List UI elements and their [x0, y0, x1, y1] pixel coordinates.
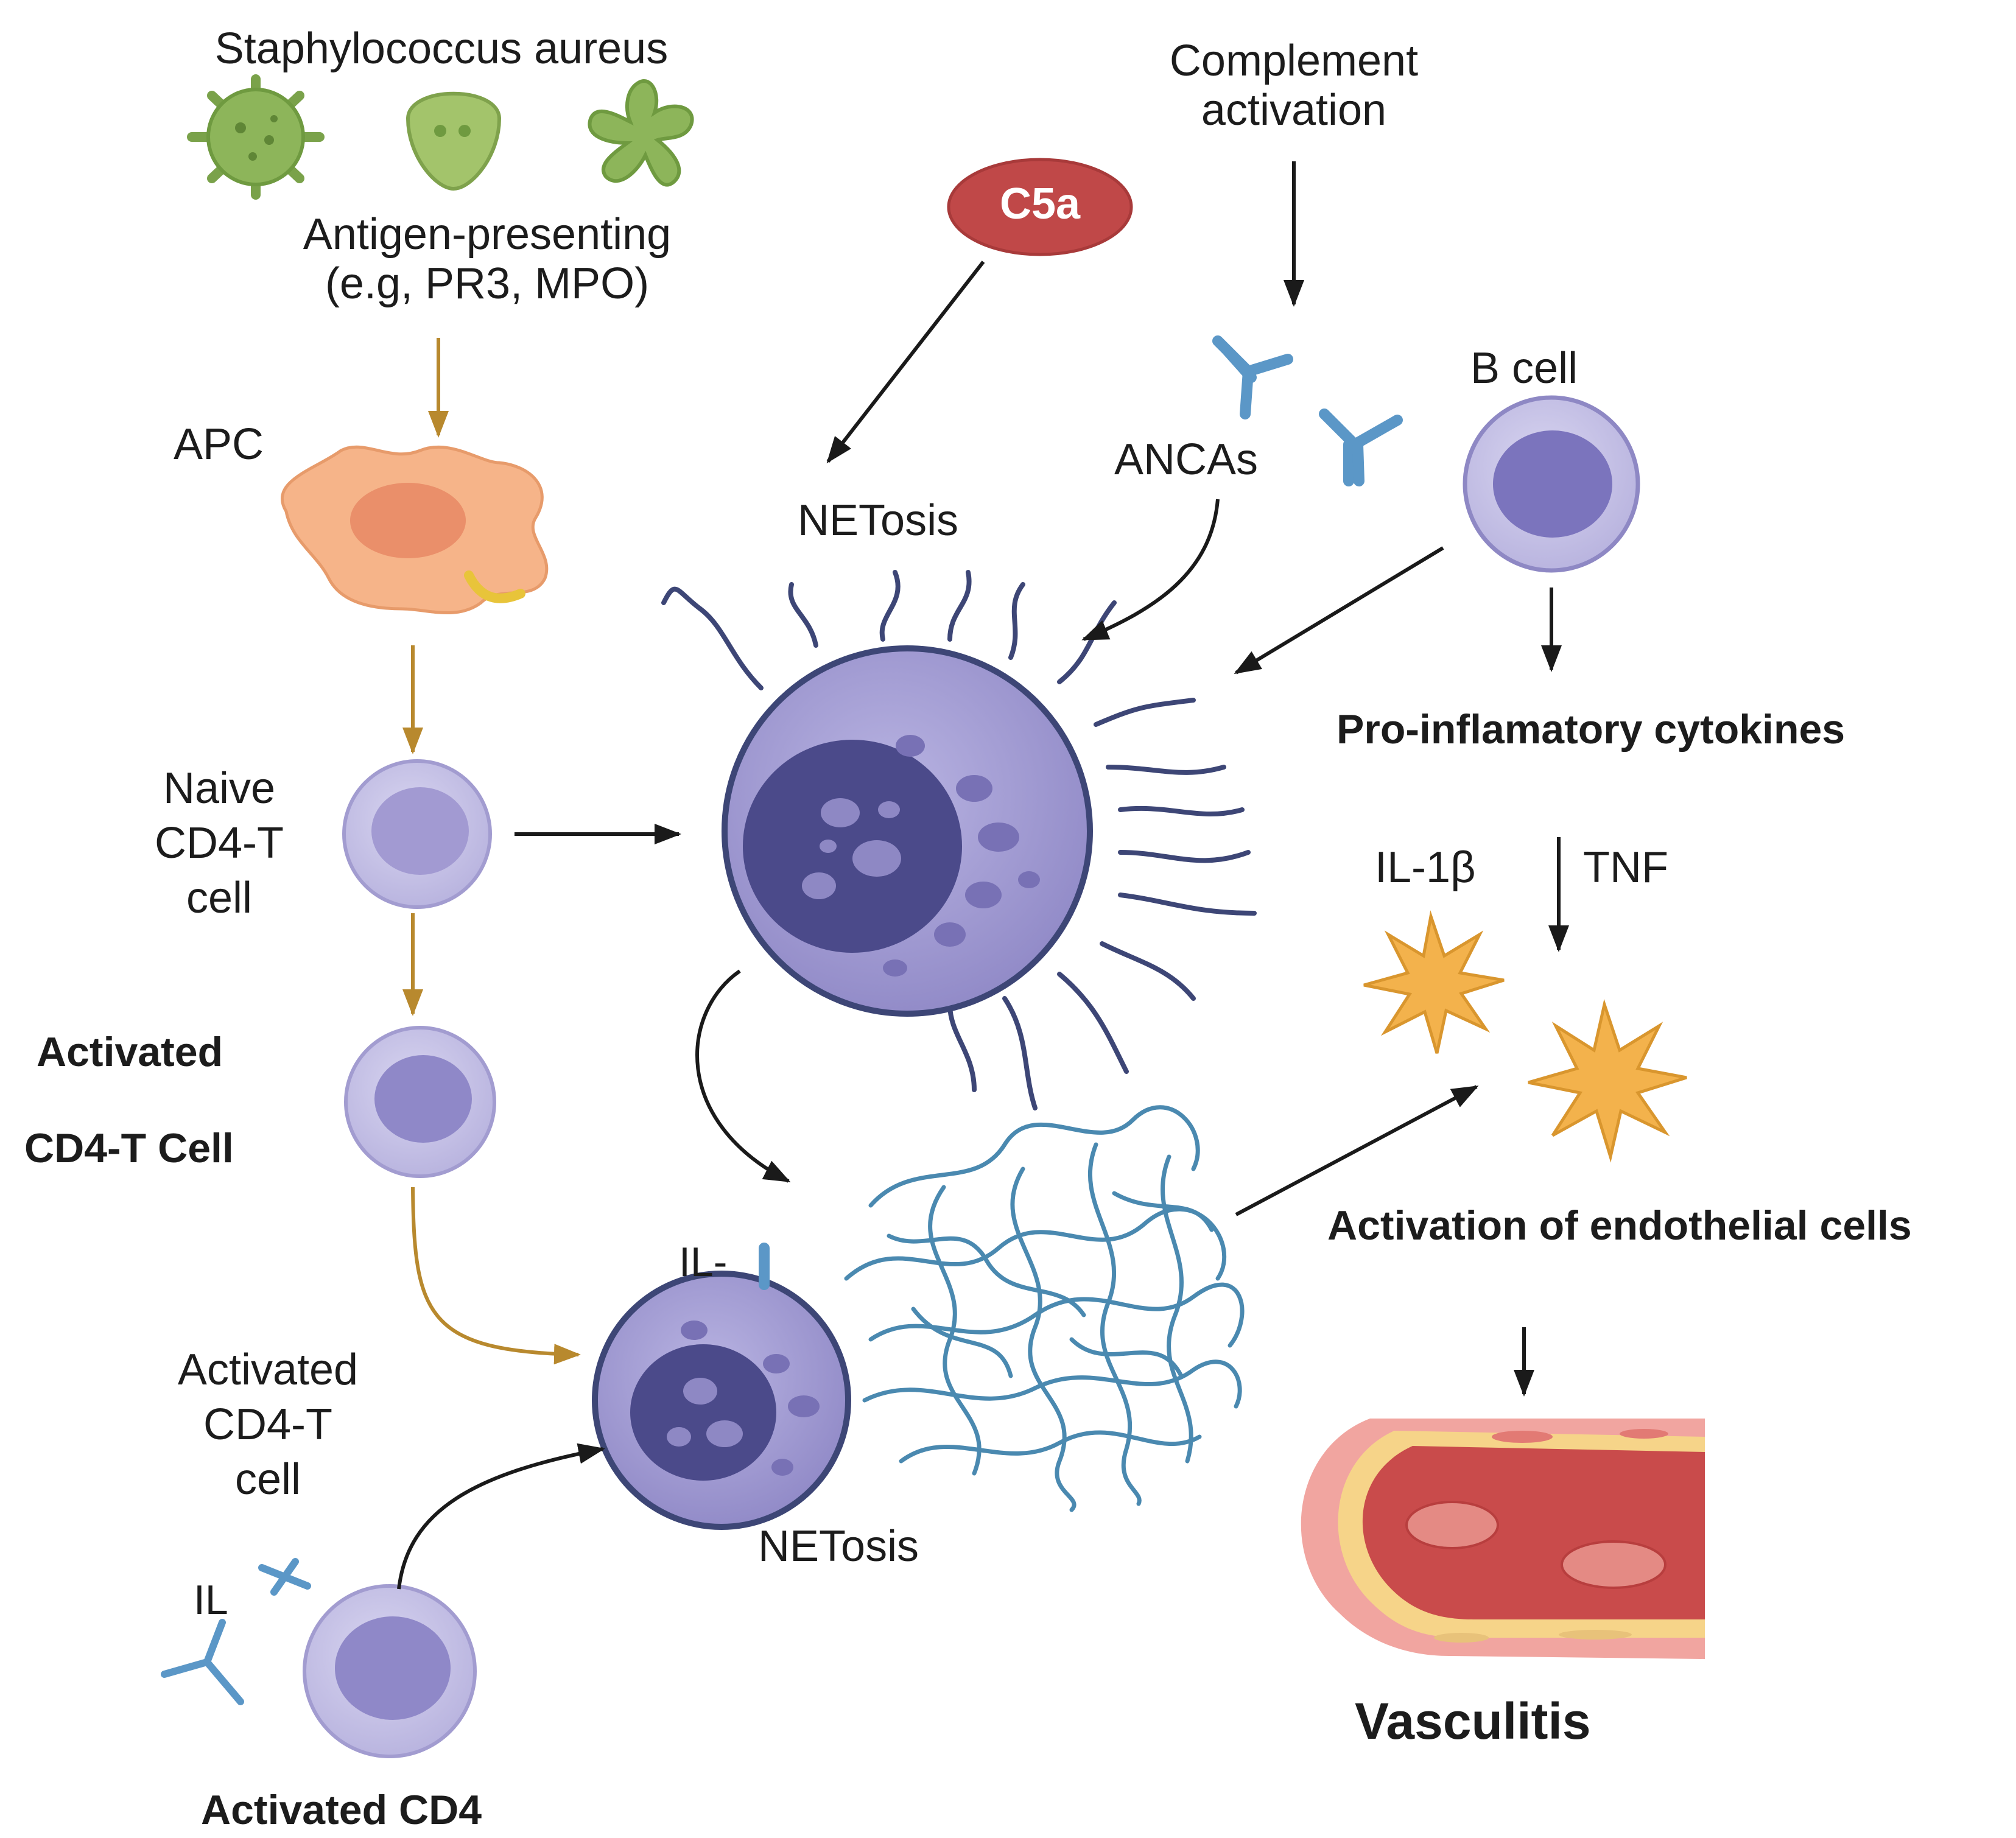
- il1b-label: IL-1β: [1375, 843, 1476, 892]
- bacterium-spiky-icon: [187, 74, 325, 200]
- endothelial-label: Activation of endothelial cells: [1327, 1202, 1912, 1249]
- apc-label: APC: [174, 420, 264, 469]
- activated-cd4-t-label: Activated CD4-T cell: [128, 1342, 408, 1507]
- netosis-top-label: NETosis: [798, 496, 959, 545]
- antibody-icon: [1212, 335, 1293, 419]
- activated-cd4-cell-icon: [303, 1584, 477, 1758]
- c5a-label: C5a: [999, 180, 1081, 228]
- staphylococcus-label: Staphylococcus aureus: [214, 24, 669, 73]
- neutrophil-upper-icon: [661, 570, 1257, 1110]
- il-dash-label: IL-: [679, 1239, 728, 1285]
- complement-activation-label: Complement activation: [1072, 37, 1516, 135]
- blood-vessel-icon: [1301, 1419, 1705, 1659]
- tnf-label: TNF: [1583, 843, 1668, 892]
- il-molecule-icon: [161, 1558, 311, 1705]
- antigen-line-1: Antigen-presenting: [303, 210, 672, 259]
- arrow-black: [397, 161, 1569, 1590]
- naive-cd4-t-cell-icon: [342, 759, 492, 909]
- pro-inflammatory-label: Pro-inflamatory cytokines: [1336, 706, 1846, 752]
- antigen-line-2: (e.g, PR3, MPO): [325, 259, 650, 308]
- naive-line-1: Naive: [163, 764, 276, 813]
- cytokine-star-icon: [1363, 910, 1505, 1054]
- activated-bold-line-2: CD4-T Cell: [24, 1125, 234, 1171]
- b-cell-icon: [1463, 395, 1640, 573]
- c5a-badge: [947, 158, 1133, 256]
- naive-line-2: CD4-T: [155, 819, 284, 868]
- antigen-presenting-label: Antigen-presenting (e.g, PR3, MPO): [183, 210, 792, 308]
- activated-line-3: cell: [234, 1455, 301, 1504]
- complement-line-1: Complement: [1169, 37, 1419, 85]
- vasculitis-label: Vasculitis: [1355, 1692, 1591, 1750]
- net-mesh-icon: [844, 1105, 1245, 1512]
- activated-line-1: Activated: [177, 1345, 359, 1394]
- bacterium-star-icon: [588, 79, 694, 187]
- neutrophil-lower-icon: [592, 1243, 851, 1530]
- bacterium-round-icon: [406, 91, 502, 191]
- ancas-label: ANCAs: [1114, 435, 1259, 484]
- netosis-bottom-label: NETosis: [758, 1522, 919, 1571]
- activated-cd4-label: Activated CD4: [201, 1787, 482, 1833]
- il-small-label: IL: [194, 1577, 228, 1623]
- antibody-icon: [1319, 409, 1403, 486]
- arrow-brown: [402, 338, 581, 1365]
- naive-line-3: cell: [186, 874, 253, 922]
- activated-bold-line-1: Activated: [37, 1029, 223, 1075]
- b-cell-label: B cell: [1470, 344, 1578, 393]
- activated-line-2: CD4-T: [203, 1400, 332, 1449]
- naive-cd4-label: Naive CD4-T cell: [91, 761, 347, 925]
- activated-cd4-t-cell-icon: [344, 1026, 496, 1178]
- complement-line-2: activation: [1201, 85, 1387, 135]
- cytokine-star-icon: [1528, 998, 1687, 1163]
- apc-cell-icon: [280, 445, 549, 615]
